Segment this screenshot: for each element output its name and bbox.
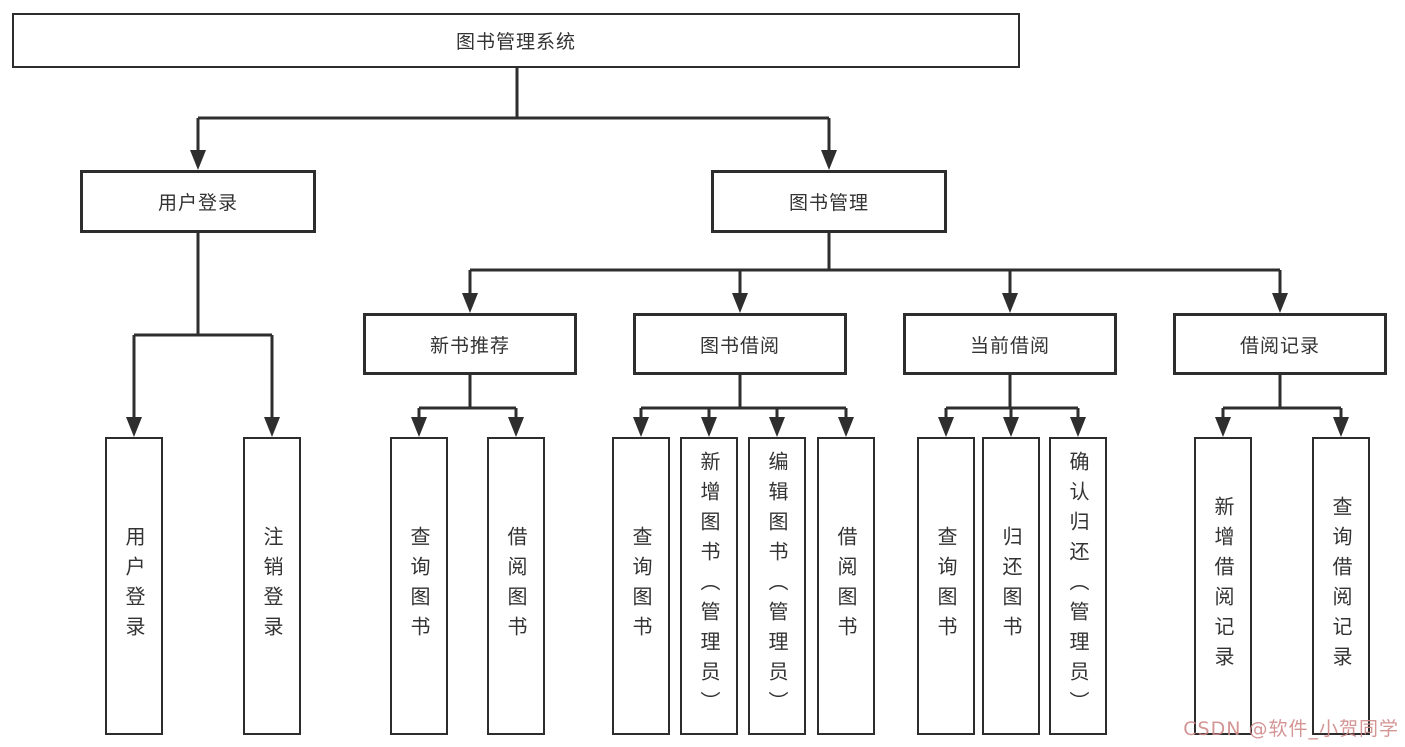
node-label: 注销登录 <box>260 526 284 646</box>
node-label: 用户登录 <box>157 192 238 214</box>
leaf-add-books-admin: 新增图书（管理员） <box>680 437 738 735</box>
leaf-user-login: 用户登录 <box>105 437 163 735</box>
node-borrow-records: 借阅记录 <box>1173 313 1387 375</box>
leaf-add-borrow-record: 新增借阅记录 <box>1194 437 1252 735</box>
leaf-confirm-return-admin: 确认归还（管理员） <box>1049 437 1107 735</box>
arrowheads <box>126 150 1349 437</box>
node-label: 查询借阅记录 <box>1329 496 1353 676</box>
csdn-watermark: CSDN @软件_小贺同学 <box>1183 718 1399 740</box>
node-label: 图书借阅 <box>699 334 780 357</box>
node-label: 查询图书 <box>934 526 958 646</box>
node-label: 当前借阅 <box>969 334 1050 357</box>
node-book-management: 图书管理 <box>711 170 947 233</box>
node-label: 查询图书 <box>629 526 653 646</box>
node-label: 确认归还（管理员） <box>1066 451 1090 721</box>
node-user-login: 用户登录 <box>80 170 316 233</box>
connector-root-to-level2 <box>196 68 831 152</box>
connector-bookborrow-to-leaves <box>639 375 848 419</box>
connector-newbookrec-to-leaves <box>417 375 518 419</box>
node-label: 用户登录 <box>122 526 146 646</box>
connector-userlogin-to-leaves <box>132 233 274 419</box>
leaf-query-books: 查询图书 <box>390 437 448 735</box>
node-label: 新增借阅记录 <box>1211 496 1235 676</box>
node-label: 借阅图书 <box>504 526 528 646</box>
connector-currentborrow-to-leaves <box>944 375 1080 419</box>
node-new-book-recommend: 新书推荐 <box>363 313 577 375</box>
node-label: 借阅记录 <box>1239 334 1320 357</box>
node-label: 图书管理系统 <box>455 31 576 53</box>
connector-bookmgmt-to-level3 <box>468 233 1282 295</box>
leaf-borrow-books: 借阅图书 <box>817 437 875 735</box>
leaf-query-borrow-record: 查询借阅记录 <box>1312 437 1370 735</box>
node-label: 新增图书（管理员） <box>697 451 721 721</box>
connector-borrowrecords-to-leaves <box>1221 375 1343 419</box>
leaf-query-books: 查询图书 <box>612 437 670 735</box>
node-system-root: 图书管理系统 <box>12 13 1020 68</box>
node-label: 归还图书 <box>999 526 1023 646</box>
node-label: 新书推荐 <box>429 334 510 357</box>
leaf-return-books: 归还图书 <box>982 437 1040 735</box>
node-book-borrow: 图书借阅 <box>633 313 847 375</box>
node-current-borrow: 当前借阅 <box>903 313 1117 375</box>
leaf-borrow-books: 借阅图书 <box>487 437 545 735</box>
node-label: 图书管理 <box>788 192 869 214</box>
leaf-logout: 注销登录 <box>243 437 301 735</box>
node-label: 借阅图书 <box>834 526 858 646</box>
leaf-edit-books-admin: 编辑图书（管理员） <box>748 437 806 735</box>
node-label: 编辑图书（管理员） <box>765 451 789 721</box>
leaf-query-books: 查询图书 <box>917 437 975 735</box>
node-label: 查询图书 <box>407 526 431 646</box>
